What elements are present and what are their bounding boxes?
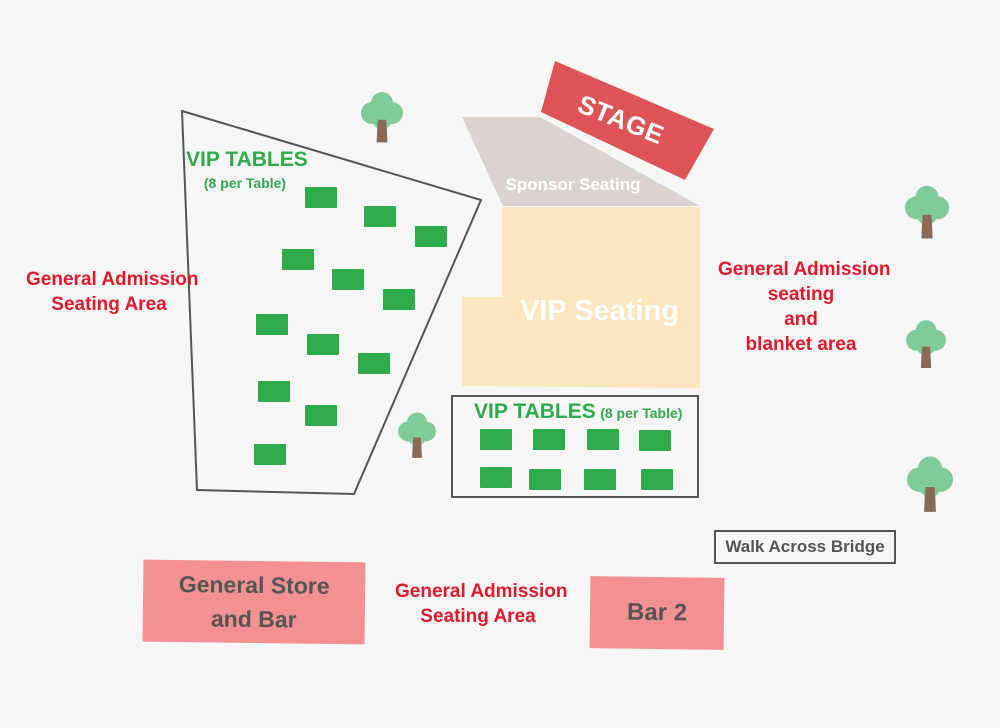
vip-table-left[interactable] [305, 187, 337, 208]
general-admission-right-line3: and [784, 309, 818, 331]
general-admission-left-line2: Seating Area [51, 294, 167, 316]
general-admission-right-line4: blanket area [745, 334, 857, 356]
vip-table-left[interactable] [256, 314, 288, 335]
sponsor-seating-label: Sponsor Seating [505, 175, 641, 194]
vip-table-left[interactable] [383, 289, 415, 310]
general-store-line2: and Bar [210, 605, 297, 633]
vip-table-left[interactable] [258, 381, 290, 402]
stage-area[interactable] [541, 61, 714, 180]
vip-table-left[interactable] [254, 444, 286, 465]
general-admission-bottom-line2: Seating Area [420, 606, 536, 628]
vip-tables-right-title: VIP TABLES [474, 400, 596, 423]
walk-across-bridge-box[interactable]: Walk Across Bridge [714, 530, 896, 564]
general-admission-bottom-line1: General Admission [395, 581, 568, 602]
vip-tables-right-enclosure [451, 395, 699, 498]
vip-table-left[interactable] [415, 226, 447, 247]
general-admission-bottom-label: General Admission Seating Area [395, 579, 568, 629]
bar2-label: Bar 2 [626, 598, 688, 627]
tree-icon [361, 92, 403, 143]
general-admission-right-line2: seating [767, 284, 835, 306]
vip-tables-left-enclosure [180, 109, 483, 496]
tree-icon [906, 456, 954, 512]
vip-table-left[interactable] [358, 353, 390, 374]
vip-tables-right-subtitle: (8 per Table) [600, 405, 683, 421]
vip-table-right[interactable] [584, 469, 616, 490]
walk-across-bridge-label: Walk Across Bridge [725, 537, 885, 556]
vip-table-right[interactable] [639, 430, 671, 451]
tree-icon [398, 412, 436, 458]
general-store-line1: General Store [178, 570, 330, 599]
vip-seating-label: VIP Seating [520, 295, 680, 327]
vip-seating-area [462, 207, 700, 388]
vip-tables-right-heading: VIP TABLES (8 per Table) [474, 398, 682, 426]
general-store-box[interactable]: General Store and Bar [142, 559, 366, 645]
vip-table-left[interactable] [282, 249, 314, 270]
general-admission-left-label: General Admission Seating Area [26, 267, 199, 317]
vip-tables-left-title: VIP TABLES [186, 148, 308, 171]
vip-table-left[interactable] [364, 206, 396, 227]
vip-table-right[interactable] [587, 429, 619, 450]
general-admission-right-label: General Admission seating and blanket ar… [718, 257, 891, 357]
bar2-box[interactable]: Bar 2 [589, 576, 725, 650]
vip-table-left[interactable] [307, 334, 339, 355]
vip-table-right[interactable] [480, 467, 512, 488]
vip-table-right[interactable] [529, 469, 561, 490]
vip-table-right[interactable] [533, 429, 565, 450]
general-admission-left-line1: General Admission [26, 269, 199, 290]
vip-tables-left-subtitle: (8 per Table) [203, 175, 287, 191]
sponsor-seating-area [462, 117, 700, 206]
vip-table-right[interactable] [641, 469, 673, 490]
tree-icon [904, 185, 950, 239]
vip-table-left[interactable] [332, 269, 364, 290]
vip-table-right[interactable] [480, 429, 512, 450]
tree-icon [906, 320, 946, 368]
general-admission-right-line1: General Admission [718, 259, 891, 280]
vip-table-left[interactable] [305, 405, 337, 426]
